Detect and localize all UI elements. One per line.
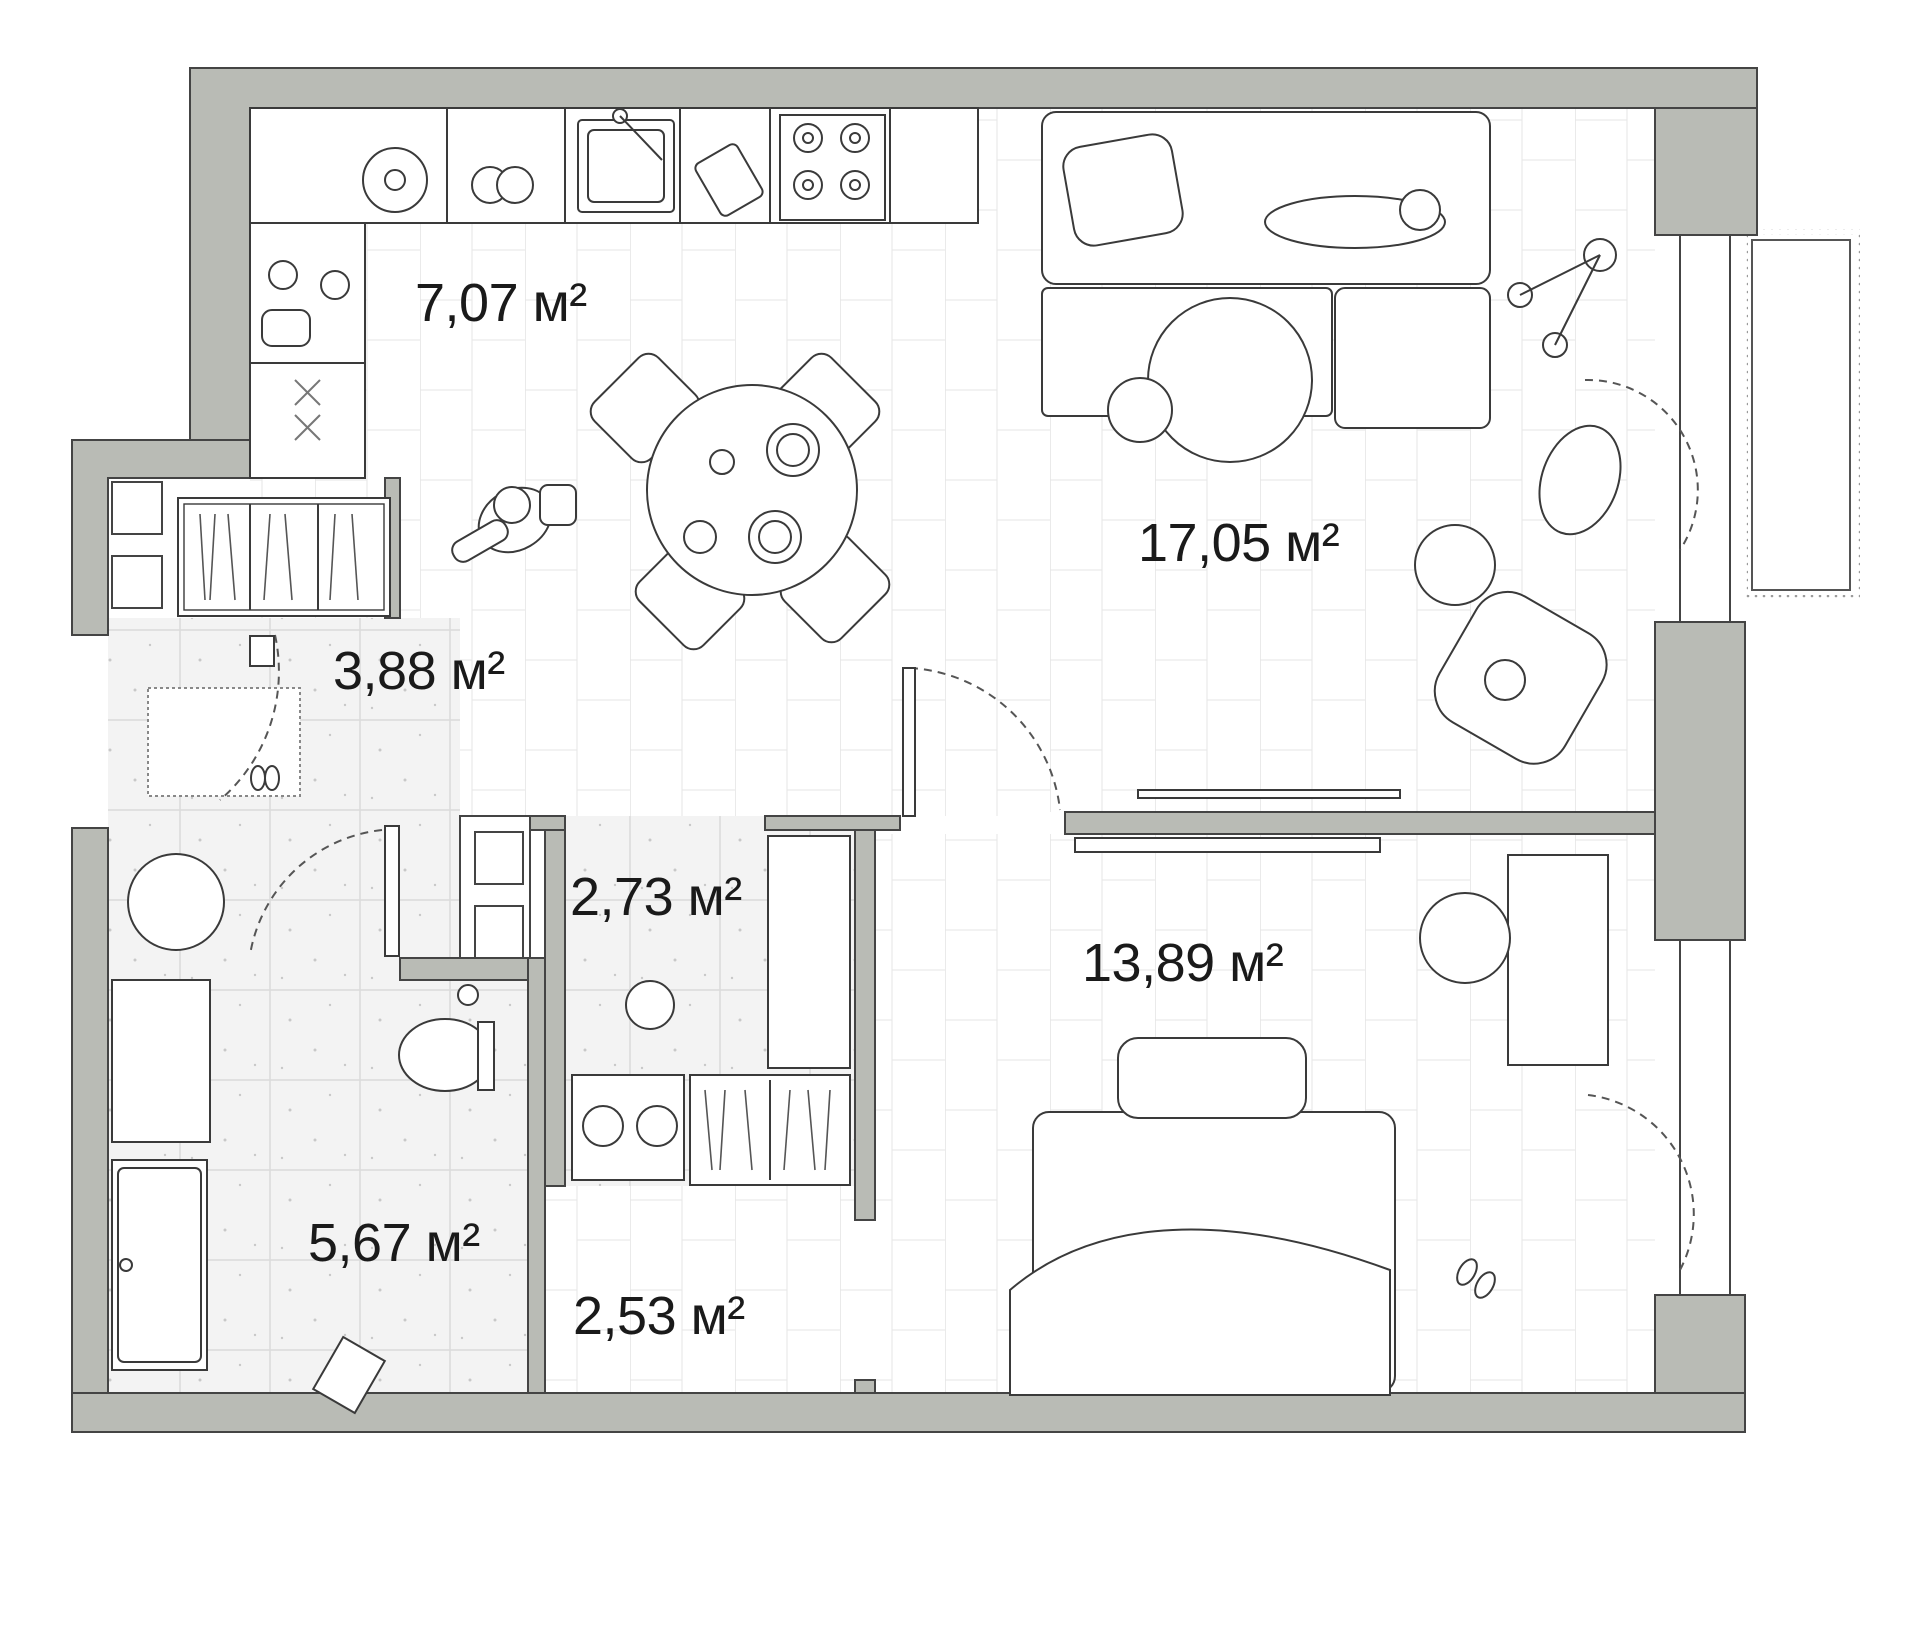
hall-items [127, 634, 400, 957]
shaft-box [111, 481, 163, 535]
wardrobe-icon [177, 497, 391, 617]
door-leaf [1074, 837, 1381, 853]
shaft-box [474, 905, 524, 959]
desk-chair-icon [1419, 892, 1511, 984]
teapot-icon [709, 449, 735, 475]
baby-bouncer-icon [1538, 424, 1622, 536]
pouf-icon [127, 853, 225, 951]
area-label-bedroom: 13,89 м² [1082, 933, 1284, 993]
window-icon [1679, 234, 1731, 623]
basket-icon [625, 980, 675, 1030]
coffee-table-icon [1147, 297, 1313, 463]
pouf-icon [1107, 377, 1173, 443]
towel-icon [311, 1335, 387, 1415]
kettle-icon [268, 260, 298, 290]
area-label-closet: 2,53 м² [573, 1286, 745, 1346]
shaft-box [111, 555, 163, 609]
wall-laundry-right [854, 829, 876, 1221]
stove-icon [779, 114, 886, 221]
door-swing-icon [219, 634, 280, 801]
dining-set [589, 352, 891, 651]
door-swing-icon [1584, 378, 1699, 551]
cabinet-icon [111, 979, 211, 1143]
wall-right-top [1654, 107, 1758, 236]
dining-table-icon [646, 384, 858, 596]
balcony [1742, 229, 1860, 601]
wall-right-mid [1654, 621, 1746, 941]
pouf-icon [1414, 524, 1496, 606]
wall-corridor-right [854, 1379, 876, 1394]
counter-side [249, 362, 366, 479]
area-label-bathroom: 5,67 м² [308, 1213, 480, 1273]
toilet-icon [398, 984, 495, 1092]
door-leaf [902, 667, 916, 817]
person-walking-icon [451, 484, 577, 563]
area-label-laundry: 2,73 м² [570, 867, 742, 927]
hob-icon [294, 379, 321, 441]
armchair-icon [1433, 590, 1608, 765]
slippers-icon [1456, 1258, 1496, 1299]
person-lying-icon [1264, 189, 1446, 249]
wall-living-bedroom [1064, 811, 1656, 835]
pillow-icon [1117, 1037, 1307, 1119]
shaft-box [474, 831, 524, 885]
slippers-icon [250, 765, 280, 791]
floor-lamp-icon [1507, 238, 1617, 358]
toaster-icon [261, 309, 311, 347]
shafts [111, 481, 524, 959]
wall-bottom [71, 1392, 1746, 1433]
window-icon [1679, 939, 1731, 1296]
doors [909, 378, 1699, 1271]
laundry-fixtures [571, 835, 851, 1186]
pillow-icon [1062, 133, 1184, 247]
cutting-board-icon [694, 143, 764, 217]
tv-stand-icon [1137, 789, 1401, 799]
wall-hall-bath [399, 957, 531, 981]
desk-icon [1507, 854, 1609, 1066]
door-handle [249, 635, 275, 667]
kitchen-furniture [249, 107, 979, 479]
balcony-icon [1742, 229, 1860, 601]
laundry-cabinet [767, 835, 851, 1069]
bathroom-fixtures [111, 979, 495, 1415]
walls [71, 67, 1758, 1433]
door-swing-icon [909, 667, 1061, 811]
wall-left-lower [71, 827, 109, 1394]
wall-laundry-left [544, 829, 566, 1187]
corridor-floor [545, 1180, 875, 1393]
living-furniture [1041, 111, 1622, 799]
wall-bath-right [527, 957, 546, 1394]
door-leaves [902, 667, 1381, 853]
area-label-living: 17,05 м² [1138, 513, 1340, 573]
area-label-kitchen: 7,07 м² [415, 273, 587, 333]
door-swing-icon [1587, 1094, 1695, 1271]
door-handle [384, 825, 400, 957]
wall-laundry-top2 [764, 815, 901, 831]
wall-right-bottom [1654, 1294, 1746, 1394]
area-label-hall: 3,88 м² [333, 641, 505, 701]
bedroom-furniture [1009, 854, 1609, 1396]
door-swing-icon [249, 829, 383, 956]
bowl-icon [683, 520, 717, 554]
